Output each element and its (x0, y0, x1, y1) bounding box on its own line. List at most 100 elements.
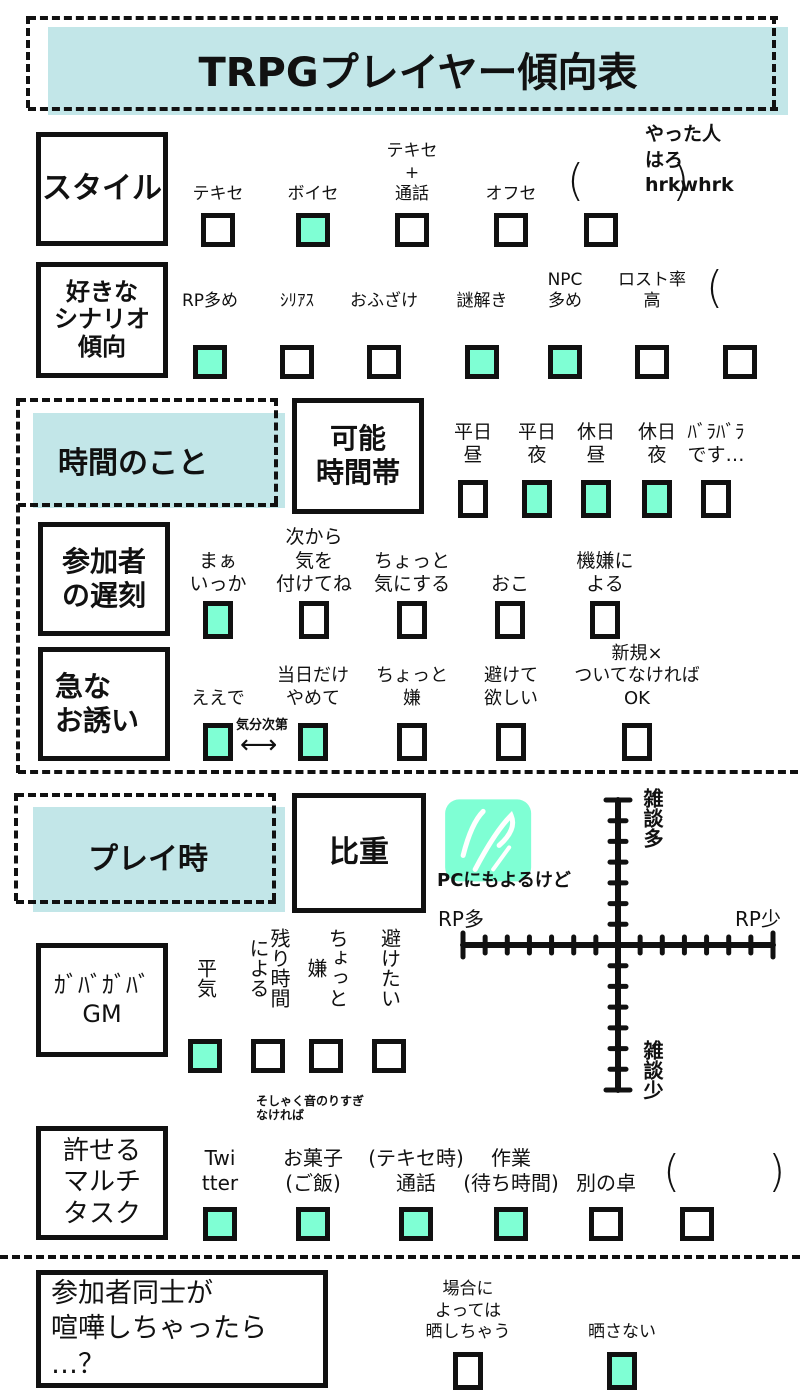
marker-highlight (472, 811, 516, 872)
invite-heading: 急な お誘い (38, 647, 170, 761)
multitask-heading: 許せる マルチ タスク (36, 1126, 168, 1240)
option-label: おこ (490, 573, 530, 596)
option-label: まぁ いっか (189, 549, 247, 596)
checkbox[interactable] (581, 480, 611, 518)
option-label: RP多め (181, 290, 239, 311)
option-label: ﾊﾞﾗﾊﾞﾗ です… (687, 420, 745, 467)
checkbox[interactable] (203, 601, 233, 639)
multitask-note: そしゃく音のりすぎ なければ (256, 1094, 365, 1123)
checkbox[interactable] (296, 1207, 330, 1241)
checkbox[interactable] (496, 723, 526, 761)
checkbox[interactable] (395, 213, 429, 247)
option-label: お菓子 (ご飯) (283, 1146, 343, 1195)
checkbox[interactable] (522, 480, 552, 518)
checkbox[interactable] (494, 1207, 528, 1241)
time-slots-heading: 可能 時間帯 (292, 398, 424, 514)
lateness-heading: 参加者 の遅刻 (38, 522, 170, 636)
checkbox[interactable] (701, 480, 731, 518)
weight-chart (445, 797, 776, 1093)
checkbox[interactable] (299, 601, 329, 639)
checkbox[interactable] (584, 213, 618, 247)
title-border-top (28, 16, 778, 20)
checkbox[interactable] (280, 345, 314, 379)
checkbox[interactable] (607, 1352, 637, 1390)
checkbox[interactable] (296, 213, 330, 247)
option-label: (テキセ時) 通話 (368, 1146, 464, 1195)
option-label: おふざけ (350, 290, 418, 311)
title-border-left (26, 16, 30, 108)
play-section-band (33, 807, 285, 912)
checkbox[interactable] (188, 1039, 222, 1073)
option-label: 避けたい (377, 928, 402, 1008)
lax-gm-heading: ｶﾞﾊﾞｶﾞﾊﾞ GM (36, 943, 168, 1057)
checkbox[interactable] (309, 1039, 343, 1073)
checkbox[interactable] (399, 1207, 433, 1241)
quarrel-heading: 参加者同士が 喧嘩しちゃったら …？ (36, 1270, 328, 1388)
chart-bottom-label: 雑談少 (640, 1040, 664, 1100)
checkbox[interactable] (642, 480, 672, 518)
option-label: 機嫌に よる (576, 549, 634, 596)
play-section-heading: プレイ時 (88, 842, 208, 877)
blank-option-label: ( ) (663, 1146, 786, 1197)
checkbox[interactable] (251, 1039, 285, 1073)
divider-2 (0, 1255, 800, 1259)
checkbox[interactable] (193, 345, 227, 379)
checkbox[interactable] (494, 213, 528, 247)
style-heading: スタイル (36, 132, 168, 246)
option-label: 避けて 欲しい (484, 665, 538, 709)
checkbox[interactable] (372, 1039, 406, 1073)
play-border-top (16, 793, 276, 797)
checkbox[interactable] (723, 345, 757, 379)
blank-option-label: ( ) (706, 262, 724, 313)
checkbox[interactable] (397, 601, 427, 639)
checkbox[interactable] (201, 213, 235, 247)
scenario-heading: 好きな シナリオ 傾向 (36, 262, 168, 378)
checkbox[interactable] (680, 1207, 714, 1241)
time-section-heading: 時間のこと (58, 446, 208, 481)
chart-right-label: RP少 (735, 907, 781, 931)
option-label: 新規× ついてなければ OK (574, 642, 700, 709)
option-label: NPC 多め (547, 269, 583, 311)
option-label: ｼﾘｱｽ (280, 290, 314, 311)
checkbox[interactable] (367, 345, 401, 379)
option-label: ちょっと 嫌 (376, 665, 448, 709)
checkbox[interactable] (458, 480, 488, 518)
option-label: 平日 夜 (517, 420, 557, 467)
checkbox[interactable] (465, 345, 499, 379)
option-label: 平日 昼 (453, 420, 493, 467)
checkbox[interactable] (298, 723, 328, 761)
time-border-bottom (18, 503, 278, 507)
divider-1 (18, 770, 798, 774)
checkbox[interactable] (590, 601, 620, 639)
option-label: Twi tter (201, 1146, 239, 1195)
chart-left-label: RP多 (438, 907, 484, 931)
double-arrow-icon: ⟷ (240, 730, 278, 760)
option-label: ボイセ (287, 183, 339, 204)
checkbox[interactable] (397, 723, 427, 761)
checkbox[interactable] (548, 345, 582, 379)
option-label: 休日 昼 (576, 420, 616, 467)
invite-note: 気分次第 (236, 718, 289, 733)
marker-highlight (491, 845, 512, 872)
time-section-band (33, 413, 285, 508)
option-label: ちょっと 嫌 (304, 928, 349, 1008)
option-label: 晒さない (588, 1321, 656, 1342)
option-label: 平気 (193, 958, 218, 998)
option-label: テキセ + 通話 (386, 141, 438, 204)
option-label: 作業 (待ち時間) (463, 1146, 559, 1195)
title-band (48, 27, 788, 115)
checkbox[interactable] (203, 723, 233, 761)
checkbox[interactable] (622, 723, 652, 761)
weight-heading: 比重 (292, 793, 426, 913)
weight-note: PCにもよるけど (437, 870, 571, 891)
title-border-bottom (28, 107, 778, 111)
play-border-right (272, 793, 276, 901)
chart-top-label: 雑談多 (640, 788, 664, 848)
option-label: 休日 夜 (637, 420, 677, 467)
time-border-top (18, 398, 278, 402)
checkbox[interactable] (495, 601, 525, 639)
checkbox[interactable] (589, 1207, 623, 1241)
checkbox[interactable] (635, 345, 669, 379)
checkbox[interactable] (203, 1207, 237, 1241)
checkbox[interactable] (453, 1352, 483, 1390)
